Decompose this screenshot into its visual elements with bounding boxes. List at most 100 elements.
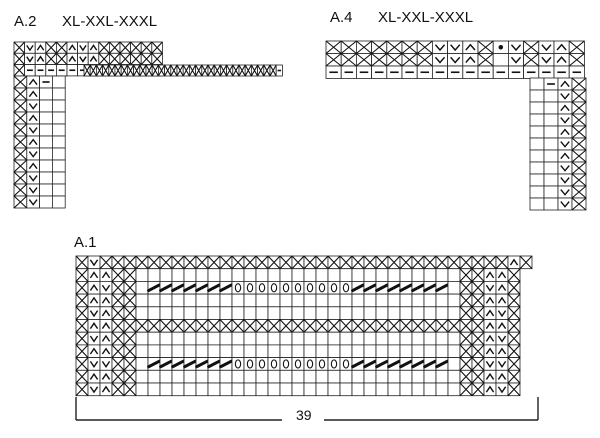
slant-bar-symbol	[351, 283, 365, 293]
up-chevron-symbol	[485, 296, 495, 304]
chart-cell	[483, 344, 497, 358]
yarn-over-circle-symbol	[306, 359, 314, 369]
chart-cell	[279, 382, 293, 397]
up-chevron-symbol	[89, 296, 99, 304]
cross-stitch-symbol	[571, 161, 587, 175]
cross-stitch-symbol	[75, 382, 89, 397]
chart-cell	[255, 268, 269, 282]
cross-stitch-symbol	[226, 64, 234, 77]
cross-stitch-symbol	[159, 319, 173, 333]
chart-cell	[195, 344, 209, 358]
cross-stitch-symbol	[423, 319, 437, 333]
down-chevron-symbol	[26, 45, 34, 52]
cross-stitch-symbol	[507, 357, 521, 371]
cross-stitch-symbol	[507, 268, 521, 282]
dot-symbol	[498, 45, 504, 50]
cross-stitch-symbol	[568, 40, 585, 54]
cross-stitch-symbol	[114, 64, 122, 77]
yarn-over-circle-symbol	[270, 359, 278, 369]
chart-cell	[24, 41, 36, 54]
cross-stitch-symbol	[123, 306, 137, 320]
slant-bar-symbol	[435, 359, 449, 369]
chart-cell	[243, 306, 257, 320]
cross-stitch-symbol	[483, 255, 497, 270]
chart-cell	[557, 149, 573, 163]
cross-stitch-symbol	[416, 53, 433, 67]
chart-cell	[495, 357, 509, 371]
yarn-over-circle-symbol	[306, 283, 314, 293]
chart-cell	[351, 293, 365, 308]
cross-stitch-symbol	[231, 319, 245, 333]
chart-cell	[363, 268, 377, 282]
slant-bar-symbol	[387, 283, 401, 293]
cross-stitch-symbol	[151, 64, 159, 77]
cross-stitch-symbol	[108, 52, 121, 65]
chart-cell	[375, 344, 389, 358]
cross-stitch-symbol	[386, 53, 403, 67]
cross-stitch-symbol	[171, 255, 185, 270]
chart-cell	[52, 159, 66, 173]
cross-stitch-symbol	[387, 319, 401, 333]
down-chevron-symbol	[79, 45, 87, 52]
down-chevron-symbol	[560, 117, 570, 124]
chart-a2-sizes: XL-XXL-XXXL	[62, 13, 158, 30]
cross-stitch-symbol	[89, 64, 97, 77]
cross-stitch-symbol	[255, 255, 269, 270]
down-chevron-symbol	[510, 56, 522, 64]
chart-cell	[99, 293, 113, 308]
chart-cell	[255, 331, 269, 346]
chart-cell	[99, 357, 113, 371]
up-chevron-symbol	[485, 322, 495, 330]
slant-bar-symbol	[219, 283, 233, 293]
chart-cell	[267, 293, 281, 308]
cross-stitch-symbol	[507, 331, 521, 346]
chart-cell	[303, 331, 317, 346]
yarn-over-circle-symbol	[294, 283, 302, 293]
chart-cell	[171, 293, 185, 308]
cross-stitch-symbol	[401, 40, 418, 54]
chart-cell	[183, 382, 197, 397]
up-chevron-symbol	[89, 55, 98, 62]
up-chevron-symbol	[101, 347, 111, 355]
chart-cell	[363, 293, 377, 308]
down-chevron-symbol	[28, 187, 38, 194]
chart-cell	[435, 331, 449, 346]
chart-cell	[291, 268, 305, 282]
yarn-over-circle-symbol	[234, 283, 242, 293]
chart-cell	[219, 382, 233, 397]
up-chevron-symbol	[89, 322, 99, 330]
chart-cell	[207, 268, 221, 282]
up-chevron-symbol	[560, 128, 570, 136]
yarn-over-circle-symbol	[258, 359, 266, 369]
chart-cell	[529, 113, 545, 127]
up-chevron-symbol	[465, 43, 476, 51]
chart-cell	[303, 382, 317, 397]
chart-cell	[411, 293, 425, 308]
chart-cell	[557, 101, 573, 115]
chart-cell	[387, 344, 401, 358]
chart-cell	[423, 293, 437, 308]
chart-cell	[243, 382, 257, 397]
down-chevron-symbol	[89, 386, 99, 394]
chart-cell	[24, 52, 36, 65]
chart-cell	[135, 357, 149, 371]
chart-cell	[423, 306, 437, 320]
cross-stitch-symbol	[183, 319, 197, 333]
cross-stitch-symbol	[75, 293, 89, 308]
chart-cell	[387, 268, 401, 282]
chart-cell	[553, 40, 570, 54]
cross-stitch-symbol	[207, 255, 221, 270]
chart-cell	[462, 53, 479, 67]
down-chevron-symbol	[28, 127, 38, 134]
chart-cell	[99, 268, 113, 282]
slant-bar-symbol	[147, 359, 161, 369]
yarn-over-circle-symbol	[294, 359, 302, 369]
up-chevron-symbol	[68, 55, 77, 62]
chart-cell	[279, 331, 293, 346]
cross-stitch-symbol	[75, 306, 89, 320]
chart-cell	[363, 382, 377, 397]
chart-cell	[483, 293, 497, 308]
cross-stitch-symbol	[123, 369, 137, 384]
chart-cell	[411, 268, 425, 282]
chart-cell	[495, 369, 509, 384]
